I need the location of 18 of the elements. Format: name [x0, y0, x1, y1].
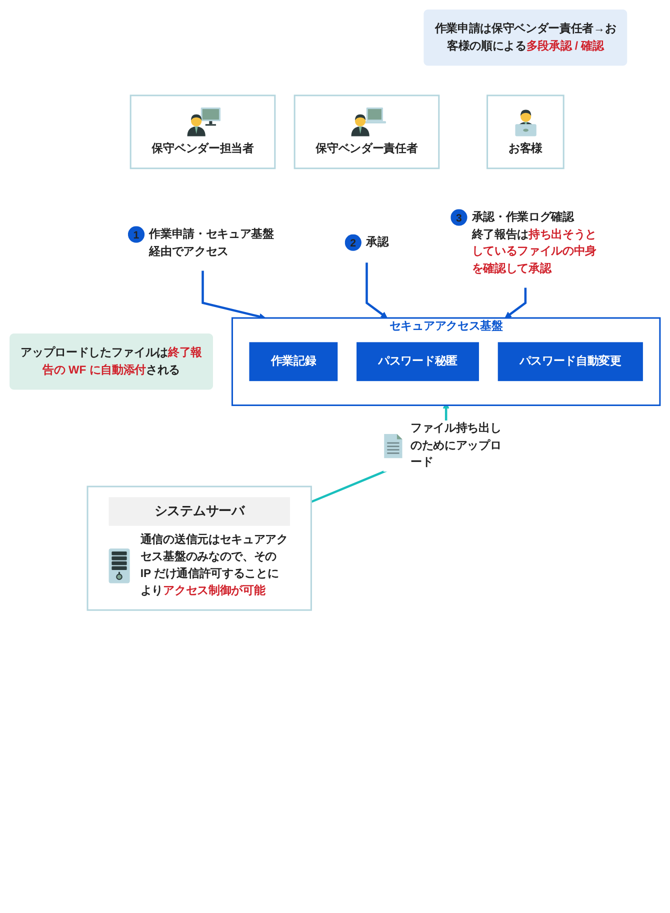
- node-label: 承認: [366, 236, 389, 249]
- arrow: [366, 262, 388, 318]
- node-circle: 1: [128, 226, 145, 243]
- node-box: パスワード自動変更: [498, 342, 643, 382]
- node-box: パスワード秘匿: [356, 342, 479, 382]
- arrow: [504, 288, 527, 318]
- node-circle: 2: [344, 234, 362, 251]
- node-box: 保守ベンダー責任者: [294, 94, 440, 170]
- node-box: お客様: [486, 94, 564, 170]
- node-circle: 3: [450, 209, 468, 226]
- node-label: 終了報告は持ち出そうとしているファイルの中身を確認して承認: [472, 228, 596, 275]
- arrow: [202, 270, 266, 320]
- node-box: 作業記録: [249, 342, 338, 382]
- node-label: 作業申請・セキュア基盤経由でアクセス: [149, 228, 274, 258]
- node-label: 承認・作業ログ確認: [472, 210, 574, 224]
- node-box: システムサーバ 通信の送信元はセキュアアクセス基盤のみなので、その IP だけ通信許可することによりアクセス制御が可能: [86, 486, 312, 611]
- edge-label: ファイル持ち出しのためにアップロード: [410, 422, 502, 469]
- node-box: 保守ベンダー担当者: [130, 94, 276, 170]
